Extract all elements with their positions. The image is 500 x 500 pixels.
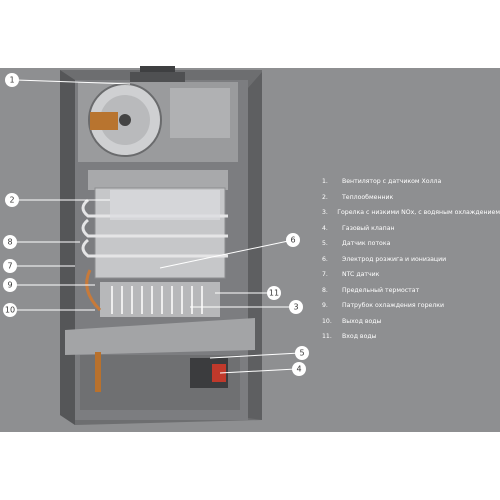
fan-assembly bbox=[78, 82, 238, 162]
callout-8: 8 bbox=[3, 235, 17, 249]
callout-2-label: 2 bbox=[9, 196, 14, 205]
parts-legend: 1. Вентилятор с датчиком Холла 2. Теплообм… bbox=[322, 178, 500, 349]
legend-item-number: 9. bbox=[322, 302, 328, 309]
legend-item-number: 3. bbox=[322, 209, 328, 216]
callout-6-label: 6 bbox=[290, 236, 295, 245]
leader-lines bbox=[10, 79, 301, 374]
legend-item: 5. Датчик потока bbox=[322, 240, 500, 256]
legend-item-number: 2. bbox=[322, 193, 328, 201]
legend-item: 1. Вентилятор с датчиком Холла bbox=[322, 178, 500, 194]
legend-item-number: 5. bbox=[322, 240, 328, 247]
callout-5-label: 5 bbox=[299, 349, 304, 358]
legend-item-number: 8. bbox=[322, 286, 328, 294]
legend-item-number: 11. bbox=[322, 333, 332, 340]
legend-item: 7. NTC датчик bbox=[322, 271, 500, 287]
legend-item-text: Теплообменник bbox=[342, 193, 394, 201]
legend-item-number: 4. bbox=[322, 224, 328, 232]
callout-10-label: 10 bbox=[5, 306, 15, 315]
legend-item-text: NTC датчик bbox=[342, 271, 380, 278]
heat-exchanger bbox=[81, 170, 228, 279]
callout-5: 5 bbox=[295, 346, 309, 360]
callout-2: 2 bbox=[5, 193, 19, 207]
callout-1-label: 1 bbox=[9, 76, 14, 85]
callout-9-label: 9 bbox=[7, 281, 12, 290]
burner bbox=[85, 269, 220, 317]
callout-8-label: 8 bbox=[7, 238, 12, 247]
callout-6: 6 bbox=[286, 233, 300, 247]
legend-item: 6. Электрод розжига и ионизации bbox=[322, 256, 500, 272]
gas-valve bbox=[95, 352, 228, 392]
legend-item-text: Выход воды bbox=[342, 317, 382, 325]
callout-3-label: 3 bbox=[293, 303, 298, 312]
legend-item-number: 1. bbox=[322, 178, 328, 185]
callout-4: 4 bbox=[292, 362, 306, 376]
legend-item-text: Предельный термостат bbox=[342, 286, 420, 294]
legend-item-text: Вход воды bbox=[342, 333, 377, 340]
legend-item: 11. Вход воды bbox=[322, 333, 500, 349]
callouts: 1 2 3 4 5 6 7 8 9 10 11 bbox=[3, 73, 309, 376]
legend-item-text: Вентилятор с датчиком Холла bbox=[342, 178, 442, 185]
legend-item: 10. Выход воды bbox=[322, 318, 500, 334]
legend-item-text: Патрубок охлаждения горелки bbox=[342, 302, 445, 309]
legend-item: 8. Предельный термостат bbox=[322, 287, 500, 303]
legend-item-text: Газовый клапан bbox=[342, 224, 395, 232]
callout-7: 7 bbox=[3, 259, 17, 273]
legend-item-text: Электрод розжига и ионизации bbox=[342, 255, 447, 263]
callout-4-label: 4 bbox=[296, 365, 301, 374]
callout-9: 9 bbox=[3, 278, 17, 292]
callout-11: 11 bbox=[267, 286, 281, 300]
callout-7-label: 7 bbox=[7, 262, 12, 271]
callout-11-label: 11 bbox=[269, 289, 279, 298]
legend-item-number: 6. bbox=[322, 255, 328, 263]
callout-3: 3 bbox=[289, 300, 303, 314]
legend-item-text: Датчик потока bbox=[342, 240, 391, 247]
callout-1: 1 bbox=[5, 73, 19, 87]
legend-item-number: 7. bbox=[322, 271, 328, 278]
legend-item: 9. Патрубок охлаждения горелки bbox=[322, 302, 500, 318]
legend-item: 4. Газовый клапан bbox=[322, 225, 500, 241]
legend-item-text: Горелка с низкими NOx, с водяным охлажде… bbox=[337, 209, 500, 216]
callout-10: 10 bbox=[3, 303, 17, 317]
legend-item: 3. Горелка с низкими NOx, с водяным охлаж… bbox=[322, 209, 500, 225]
legend-item-number: 10. bbox=[322, 317, 332, 325]
legend-item: 2. Теплообменник bbox=[322, 194, 500, 210]
